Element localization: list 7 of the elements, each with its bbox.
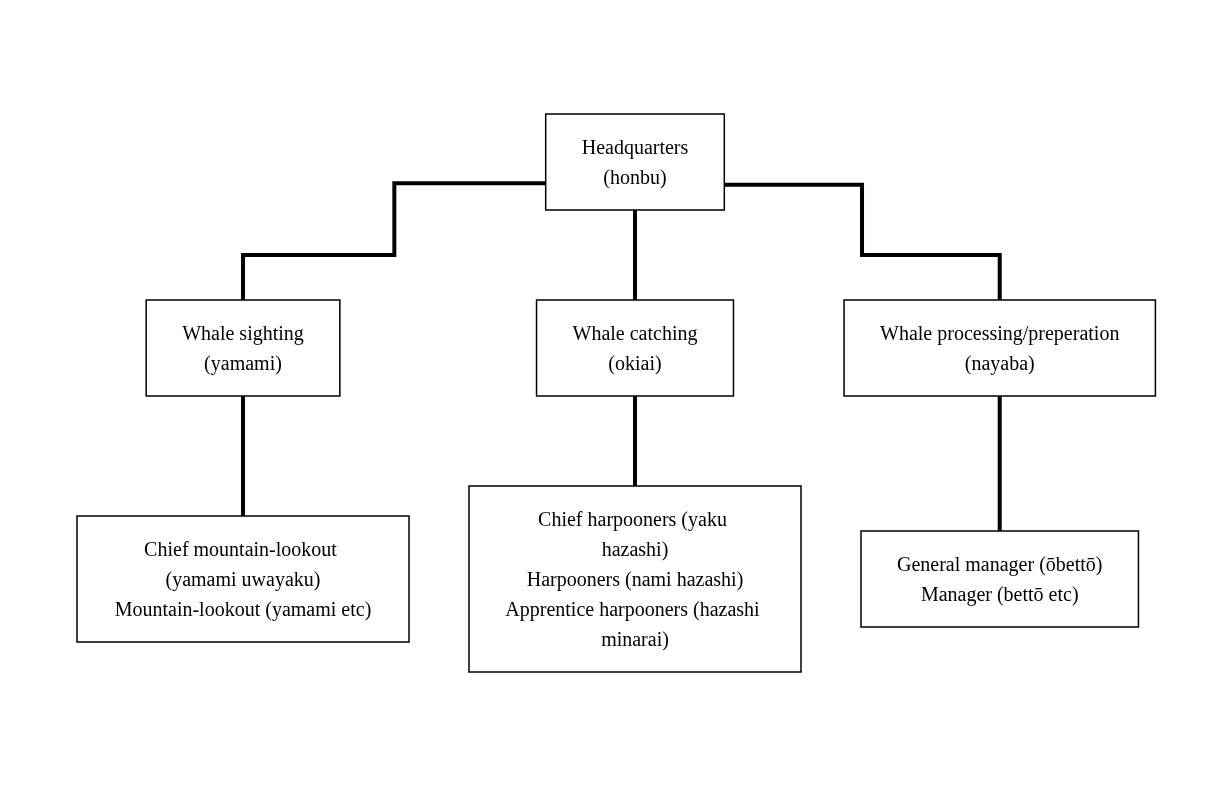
node-box: Whale catching (okiai) bbox=[535, 298, 734, 397]
node-box: Chief mountain-lookout (yamami uwayaku) Mountain-lookout (yamami etc) bbox=[76, 514, 410, 643]
node-box: General manager (ōbettō) Manager (bettō etc) bbox=[860, 529, 1139, 628]
node-box: Whale sighting (yamami) bbox=[145, 298, 341, 397]
node-box: Headquarters (honbu) bbox=[544, 112, 725, 211]
node-box: Chief harpooners (yaku hazashi) Harpooners (nami hazashi) Apprentice harpooners (hazashi minarai) bbox=[468, 484, 802, 673]
node-box: Whale processing/preperation (nayaba) bbox=[843, 298, 1156, 397]
